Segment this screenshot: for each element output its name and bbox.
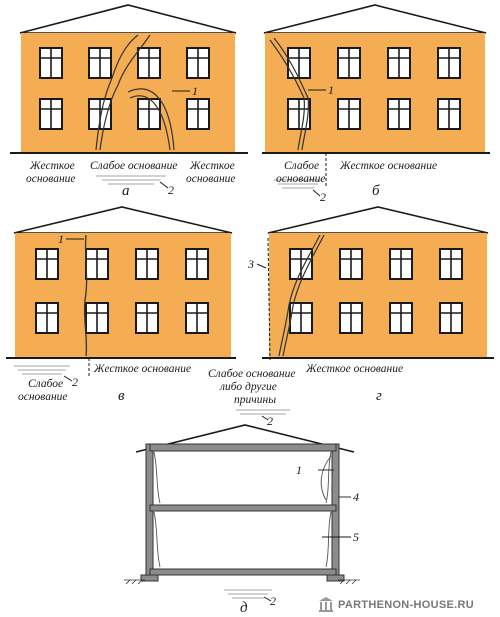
label-g-left-base-2: либо другие (219, 381, 277, 393)
label-v-letter: в (118, 388, 125, 404)
label-a-1: 1 (192, 84, 198, 98)
label-v-2: 2 (72, 375, 78, 389)
frame-cracks (153, 451, 332, 568)
label-v-left-base-1: Слабое (28, 378, 63, 390)
label-b-right-base: Жесткое основание (339, 160, 437, 172)
label-d-letter: д (240, 600, 248, 616)
label-b-left-base-2: основание (276, 173, 326, 185)
weak-hatch-a (96, 175, 166, 185)
panel-b: 1 Слабое основание Жесткое основание 2 б (262, 4, 490, 204)
label-d-5: 5 (353, 530, 359, 544)
label-d-1: 1 (296, 463, 302, 477)
building-v-roof (13, 206, 233, 234)
crack-v (83, 234, 88, 357)
label-d-2: 2 (270, 594, 276, 608)
label-a-2: 2 (168, 183, 174, 197)
label-g-right-base: Жесткое основание (305, 363, 403, 375)
label-a-right-base-1: Жесткое (189, 160, 235, 172)
building-g-roof (267, 206, 489, 234)
footing-left (140, 574, 159, 582)
building-a-roof (19, 4, 237, 34)
label-v-1: 1 (58, 232, 64, 246)
weak-hatch-v (14, 365, 70, 375)
label-a-left-base-2: основание (26, 173, 76, 185)
label-a-right-base-2: основание (186, 173, 236, 185)
crack-g (278, 234, 325, 357)
crack-b (269, 37, 309, 151)
building-b-roof (263, 4, 487, 34)
footing-right (326, 574, 345, 582)
frame-ground (124, 579, 360, 585)
label-g-3: 3 (247, 257, 254, 271)
leader-g-3 (256, 263, 267, 269)
frame-roof (135, 424, 355, 453)
weak-hatch-g (236, 409, 290, 415)
label-b-1: 1 (328, 83, 334, 97)
label-v-right-base: Жесткое основание (93, 363, 191, 375)
label-g-left-base-3: причины (234, 394, 276, 406)
label-b-left-base-1: Слабое (284, 160, 319, 172)
beam-top (149, 443, 337, 452)
label-v-left-base-2: основание (18, 391, 68, 403)
panel-v: 1 Жесткое основание Слабое основание 2 в (6, 206, 236, 404)
label-g-2: 2 (267, 414, 273, 428)
label-b-2: 2 (320, 190, 326, 204)
panel-a: 1 Жесткое основание Слабое основание Жес… (10, 4, 248, 199)
weak-hatch-d (224, 589, 272, 599)
watermark-text: PARTHENON-HOUSE.RU (338, 599, 474, 611)
label-g-letter: г (376, 388, 382, 404)
beam-bottom (149, 568, 337, 576)
label-g-left-base-1: Слабое основание (208, 368, 295, 380)
crack-a (95, 34, 175, 151)
label-a-letter: а (122, 183, 130, 199)
parthenon-logo-icon (319, 597, 333, 612)
beam-middle (149, 504, 337, 512)
panel-g: 3 Жесткое основание Слабое основание либ… (208, 206, 494, 428)
label-d-4: 4 (353, 490, 359, 504)
label-b-letter: б (372, 183, 380, 199)
label-a-mid-base: Слабое основание (90, 160, 177, 172)
label-a-left-base-1: Жесткое (29, 160, 75, 172)
panel-d: 1 4 5 2 д (124, 424, 360, 616)
weak-hatch-b (274, 179, 322, 189)
tilt-dash-g (267, 237, 271, 361)
